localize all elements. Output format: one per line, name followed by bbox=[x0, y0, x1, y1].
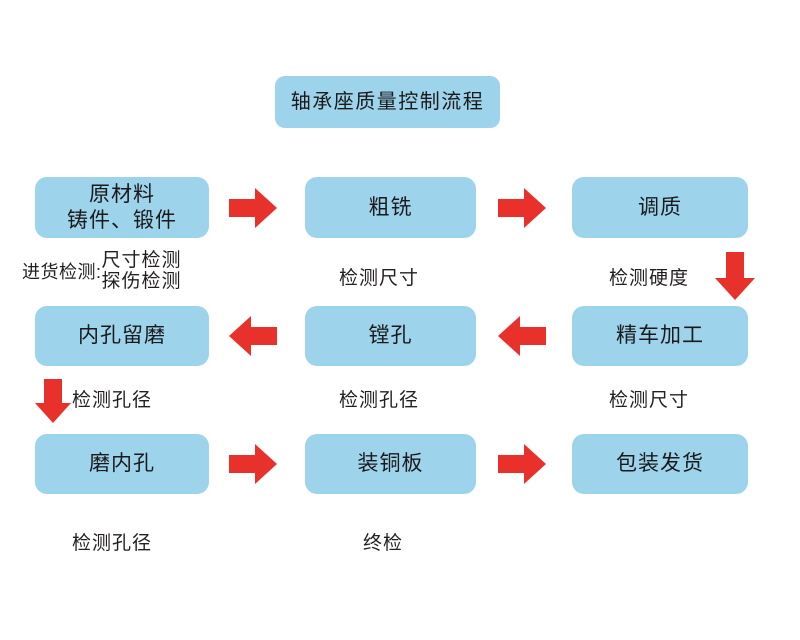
arrow-right-icon-copperplate-to-packing bbox=[498, 442, 546, 486]
node-finish-turning[interactable]: 精车加工 bbox=[572, 306, 748, 366]
node-raw-material-line-2: 铸件、锻件 bbox=[67, 208, 177, 232]
arrow-right-icon-raw-to-rough bbox=[229, 186, 277, 230]
node-raw-material[interactable]: 原材料 铸件、锻件 bbox=[35, 177, 209, 238]
node-boring[interactable]: 镗孔 bbox=[305, 306, 476, 366]
caption-row2-bore-diameter-check-left: 检测孔径 bbox=[72, 390, 153, 411]
caption-row2-dimension-check: 检测尺寸 bbox=[609, 390, 690, 411]
node-grind-inner-hole-label: 磨内孔 bbox=[89, 452, 155, 476]
arrow-left-icon-boring-to-boregrind bbox=[229, 314, 277, 358]
node-raw-material-line-1: 原材料 bbox=[89, 182, 155, 206]
caption-incoming-inspection: 进货检测: 尺寸检测 探伤检测 bbox=[22, 250, 182, 293]
arrow-left-icon-finishturning-to-boring bbox=[498, 314, 546, 358]
caption-row2-bore-diameter-check-mid: 检测孔径 bbox=[339, 390, 420, 411]
caption-row3-bore-diameter-check: 检测孔径 bbox=[72, 533, 153, 554]
diagram-title-node: 轴承座质量控制流程 bbox=[275, 76, 500, 128]
caption-incoming-inspection-line-1: 尺寸检测 bbox=[101, 250, 182, 271]
caption-row1-dimension-check: 检测尺寸 bbox=[339, 268, 420, 289]
caption-row3-final-inspection: 终检 bbox=[363, 533, 404, 554]
caption-row1-hardness-check: 检测硬度 bbox=[609, 268, 690, 289]
node-packing-shipping-label: 包装发货 bbox=[616, 452, 704, 476]
node-quench-temper-label: 调质 bbox=[638, 195, 682, 219]
arrow-right-icon-grindhole-to-copperplate bbox=[229, 442, 277, 486]
arrow-down-icon-boregrind-to-grindhole bbox=[33, 379, 73, 423]
arrow-down-icon-quench-to-finishturning bbox=[713, 252, 757, 300]
node-rough-milling-label: 粗铣 bbox=[368, 195, 413, 219]
node-install-copper-plate[interactable]: 装铜板 bbox=[305, 434, 476, 494]
diagram-title-text: 轴承座质量控制流程 bbox=[290, 90, 485, 113]
node-bore-grind-allowance-label: 内孔留磨 bbox=[78, 324, 166, 348]
node-bore-grind-allowance[interactable]: 内孔留磨 bbox=[35, 306, 209, 366]
node-grind-inner-hole[interactable]: 磨内孔 bbox=[35, 434, 209, 494]
caption-incoming-inspection-line-2: 探伤检测 bbox=[101, 271, 182, 293]
node-rough-milling[interactable]: 粗铣 bbox=[305, 177, 476, 238]
node-quench-temper[interactable]: 调质 bbox=[572, 177, 748, 238]
node-packing-shipping[interactable]: 包装发货 bbox=[572, 434, 748, 494]
arrow-right-icon-rough-to-quench bbox=[498, 186, 546, 230]
caption-incoming-inspection-prefix: 进货检测: bbox=[22, 262, 102, 283]
node-install-copper-plate-label: 装铜板 bbox=[357, 452, 424, 476]
node-boring-label: 镗孔 bbox=[368, 324, 413, 348]
node-finish-turning-label: 精车加工 bbox=[616, 324, 704, 348]
